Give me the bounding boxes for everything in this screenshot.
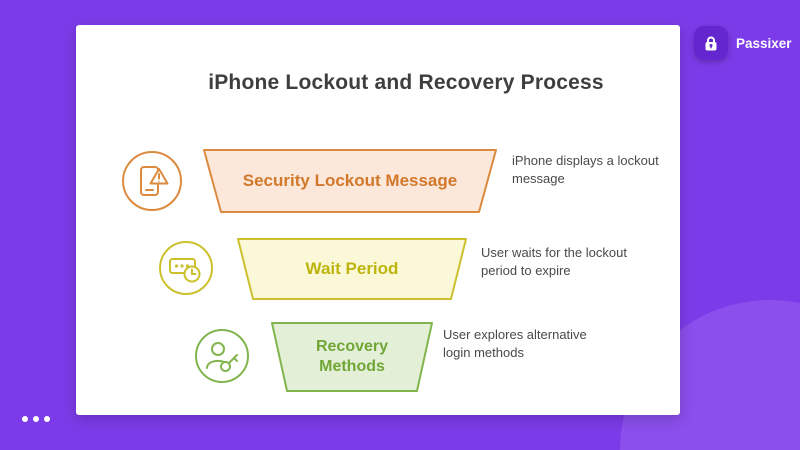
step-label: Recovery Methods bbox=[315, 338, 389, 375]
step-description: iPhone displays a lockout message bbox=[512, 153, 659, 187]
dot bbox=[44, 416, 50, 422]
step-shape-recovery-methods: Recovery Methods bbox=[271, 322, 433, 392]
lock-icon bbox=[694, 26, 728, 60]
phone-alert-icon bbox=[121, 150, 183, 212]
step-shape-wait-period: Wait Period bbox=[237, 238, 467, 300]
dot bbox=[33, 416, 39, 422]
step-label: Security Lockout Message bbox=[242, 171, 458, 191]
step-description: User waits for the lockout period to exp… bbox=[481, 245, 627, 279]
step-label: Wait Period bbox=[305, 259, 399, 279]
dot bbox=[22, 416, 28, 422]
brand-logo: Passixer bbox=[694, 26, 792, 60]
ellipsis-icon bbox=[22, 416, 50, 422]
user-key-icon bbox=[194, 328, 250, 384]
page-title: iPhone Lockout and Recovery Process bbox=[208, 71, 604, 94]
step-shape-security-lockout: Security Lockout Message bbox=[203, 149, 497, 213]
passcode-clock-icon bbox=[158, 240, 214, 296]
infographic-card: iPhone Lockout and Recovery Process bbox=[76, 25, 680, 415]
step-description: User explores alternative login methods bbox=[443, 327, 587, 361]
brand-name: Passixer bbox=[736, 35, 792, 51]
